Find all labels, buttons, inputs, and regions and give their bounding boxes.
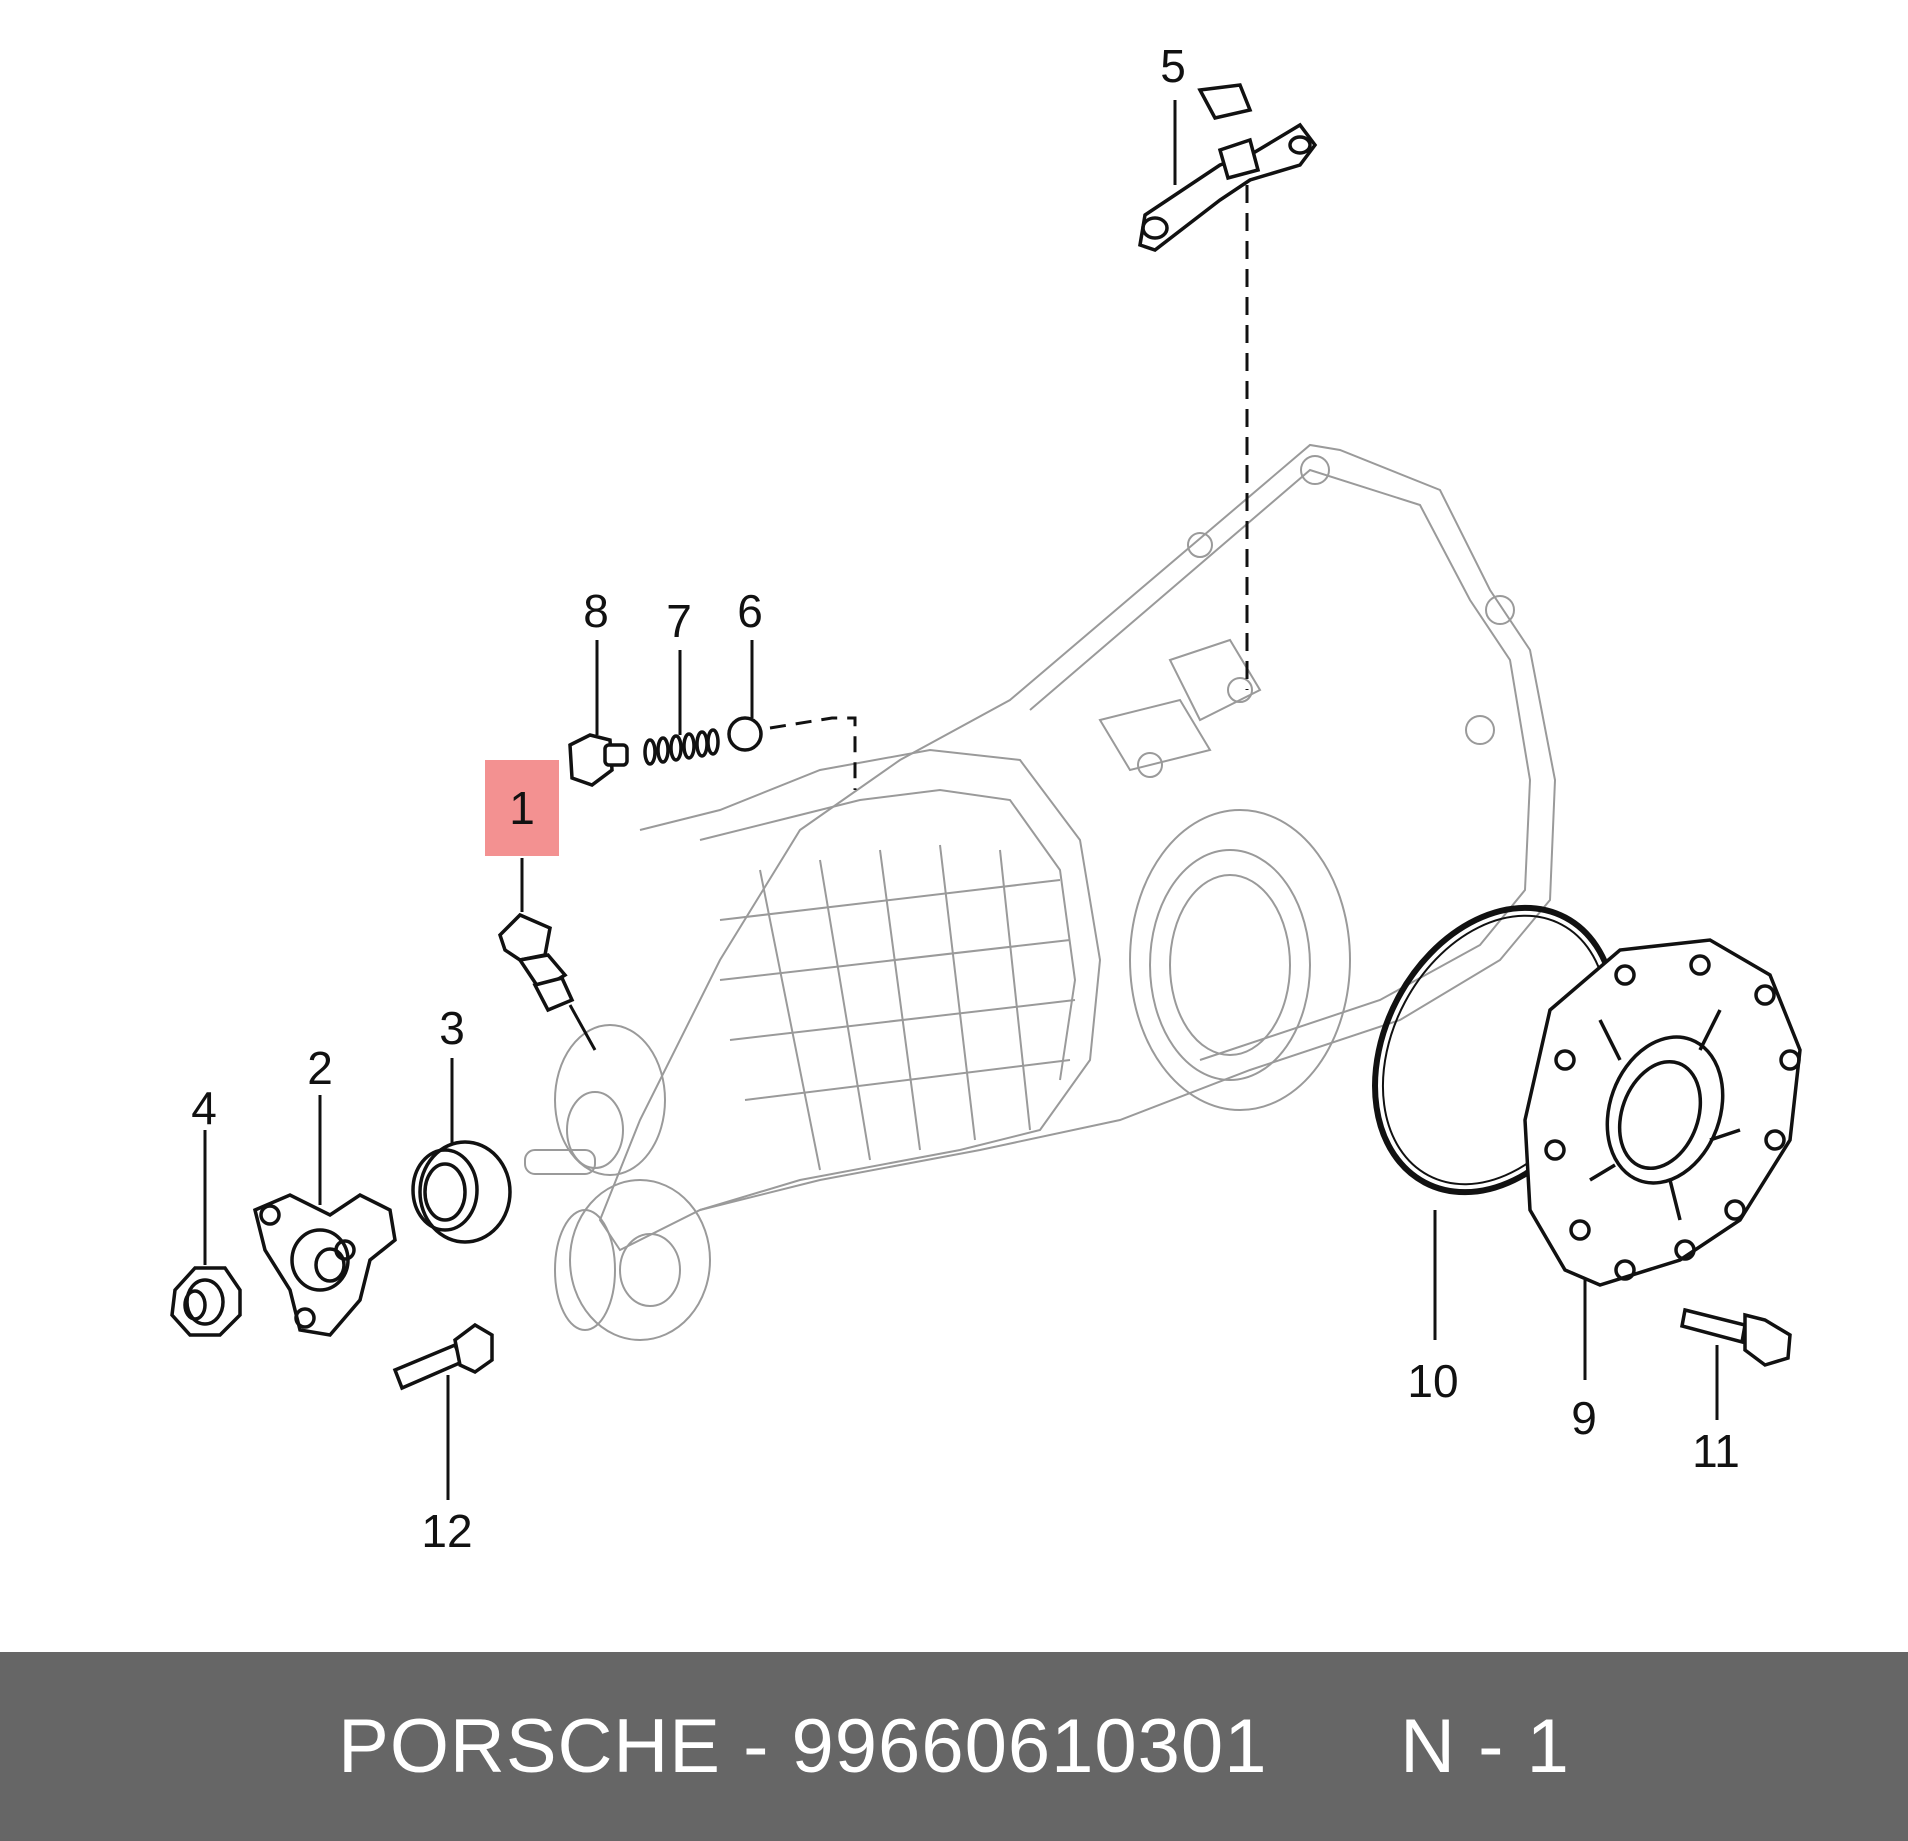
footer-separator: -: [720, 1704, 792, 1789]
callout-label-11: 11: [1692, 1425, 1740, 1477]
part-4-nut: [170, 1266, 242, 1337]
part-12-bolt: [392, 1322, 494, 1391]
footer-position: N - 1: [1400, 1704, 1570, 1789]
part-8-plug: [568, 733, 629, 787]
transmission-housing: [524, 443, 1557, 1341]
callout-1-highlight: [485, 760, 559, 856]
part-3-seal: [411, 1140, 512, 1244]
callout-label-3: 3: [439, 1002, 465, 1054]
footer-brand: PORSCHE: [338, 1704, 721, 1789]
part-2-flange: [252, 1192, 397, 1337]
callout-label-8: 8: [583, 585, 609, 637]
part-7-spring: [643, 728, 720, 766]
footer-caption: PORSCHE - 99660610301 N - 1: [338, 1703, 1570, 1790]
callout-label-9: 9: [1571, 1392, 1597, 1444]
footer-part-number: 99660610301: [791, 1704, 1268, 1789]
callout-label-4: 4: [191, 1082, 217, 1134]
callout-label-7: 7: [666, 595, 692, 647]
callout-label-12: 12: [421, 1505, 473, 1557]
part-9-cover: [1523, 938, 1802, 1287]
callout-label-10: 10: [1407, 1355, 1459, 1407]
part-5-bracket: [1138, 83, 1318, 690]
callout-label-1: 1: [509, 782, 535, 834]
callout-label-6: 6: [737, 585, 763, 637]
footer-bar: PORSCHE - 99660610301 N - 1: [0, 1652, 1908, 1841]
leader-lines: [203, 100, 1719, 1500]
callout-label-2: 2: [307, 1042, 333, 1094]
part-11-bolt: [1679, 1307, 1792, 1367]
parts-diagram: 1 2 3 4 5 6 7 8 9 10 11 12: [170, 40, 1802, 1557]
part-1-switch: [497, 912, 597, 1051]
callout-label-5: 5: [1160, 40, 1186, 92]
transmission-exploded-view: [170, 83, 1802, 1500]
footer-gap: [1267, 1703, 1400, 1790]
part-6-ball: [727, 716, 857, 790]
